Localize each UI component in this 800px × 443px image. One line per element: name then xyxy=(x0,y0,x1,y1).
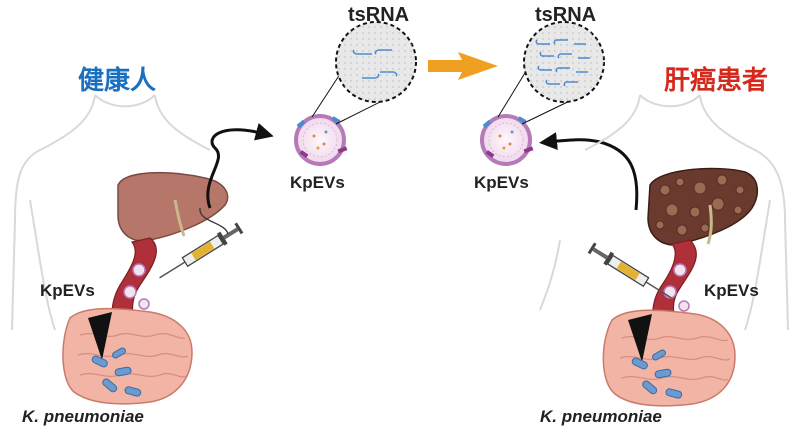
patient-liver-nodules xyxy=(655,174,745,236)
bacteria-label-left: K. pneumoniae xyxy=(22,407,144,426)
left-syringe xyxy=(159,222,244,279)
kpevs-label-center-right: KpEVs xyxy=(474,173,529,192)
healthy-liver-duct xyxy=(173,199,186,237)
tsrna-zoom-left xyxy=(335,21,417,103)
patient-title: 肝癌患者 xyxy=(664,65,769,95)
healthy-vessel-ev xyxy=(132,263,146,277)
left-syringe-tube xyxy=(199,207,229,235)
vesicle-left xyxy=(294,114,348,166)
kpevs-label-right: KpEVs xyxy=(704,281,759,300)
healthy-title: 健康人 xyxy=(78,65,157,95)
right-transfer-arrow xyxy=(539,132,639,211)
orange-change-arrow xyxy=(428,52,498,80)
tsrna-label-left: tsRNA xyxy=(348,4,410,26)
healthy-body-outline xyxy=(11,94,211,331)
tsrna-zoom-right xyxy=(523,21,605,103)
right-syringe xyxy=(587,242,672,299)
healthy-vessel-ev xyxy=(123,285,137,299)
kpevs-label-left: KpEVs xyxy=(40,281,95,300)
patient-body-outline xyxy=(539,94,789,331)
bacteria-label-right: K. pneumoniae xyxy=(540,407,662,426)
healthy-stomach-shadow xyxy=(88,312,112,360)
vesicle-right xyxy=(480,114,534,166)
patient-liver-duct xyxy=(706,204,713,245)
healthy-vessel-ev xyxy=(138,298,150,310)
patient-vessel-ev xyxy=(673,263,687,277)
patient-liver-tumor xyxy=(647,167,759,246)
patient-bacteria xyxy=(631,349,683,399)
healthy-liver xyxy=(117,171,229,242)
patient-stomach-shadow xyxy=(628,314,652,362)
left-transfer-arrow xyxy=(206,122,274,209)
kpevs-label-center-left: KpEVs xyxy=(290,173,345,192)
patient-vessel-ev xyxy=(678,300,690,312)
healthy-bacteria xyxy=(91,347,142,397)
tsrna-label-right: tsRNA xyxy=(535,4,597,26)
